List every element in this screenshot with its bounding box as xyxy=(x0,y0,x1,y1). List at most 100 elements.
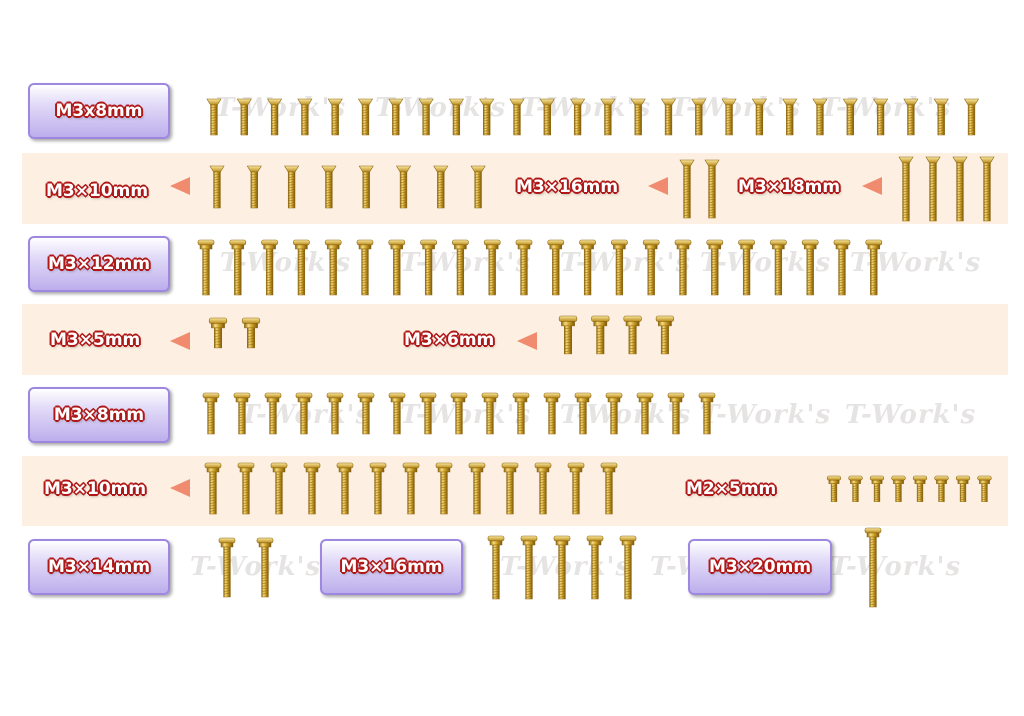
screw-icon xyxy=(246,165,262,209)
screw-icon xyxy=(586,535,604,600)
screw-icon xyxy=(955,475,971,502)
screw-icon xyxy=(358,165,374,209)
screw-icon xyxy=(197,239,215,296)
size-label-badge: M3x8mm xyxy=(28,83,170,139)
screw-icon xyxy=(229,239,247,296)
screw-icon xyxy=(303,462,321,515)
screw-icon xyxy=(534,462,552,515)
size-label: M3×5mm xyxy=(50,330,141,350)
screw-icon xyxy=(218,537,236,598)
screw-icon xyxy=(543,392,561,435)
screw-icon xyxy=(487,535,505,600)
screw-icon xyxy=(642,239,660,296)
watermark-text: T-Work's xyxy=(220,248,352,278)
watermark-text: T-Work's xyxy=(560,248,692,278)
screw-icon xyxy=(208,317,228,349)
size-label: M3×16mm xyxy=(340,557,443,577)
screw-icon xyxy=(903,98,919,136)
watermark-text: T-Work's xyxy=(670,93,802,123)
pointer-arrow xyxy=(517,332,537,350)
screw-icon xyxy=(433,165,449,209)
screw-icon xyxy=(912,475,928,502)
screw-icon xyxy=(770,239,787,296)
screw-icon xyxy=(237,462,255,515)
screw-icon xyxy=(865,239,883,296)
size-label-badge: M3×8mm xyxy=(28,387,170,443)
screw-icon xyxy=(706,239,724,296)
screw-icon xyxy=(452,239,469,296)
screw-icon xyxy=(842,98,858,136)
screw-icon xyxy=(479,98,495,136)
screw-icon xyxy=(241,317,261,349)
screw-icon xyxy=(574,392,592,435)
screw-icon xyxy=(655,315,674,355)
screw-icon xyxy=(963,98,980,136)
screw-icon xyxy=(520,535,538,600)
screw-icon xyxy=(869,475,885,502)
screw-icon xyxy=(321,165,337,209)
watermark-text: T-Work's xyxy=(400,400,532,430)
screw-icon xyxy=(336,462,354,515)
pointer-arrow xyxy=(170,332,190,350)
screw-icon xyxy=(233,392,251,435)
watermark-text: T-Work's xyxy=(845,400,977,430)
size-label: M3x8mm xyxy=(55,101,143,121)
screw-icon xyxy=(236,98,252,136)
size-label-badge: M3×12mm xyxy=(28,236,170,292)
screw-icon xyxy=(674,239,692,296)
screw-icon xyxy=(539,98,555,136)
screw-icon xyxy=(848,475,863,502)
pointer-arrow xyxy=(648,177,668,195)
screw-icon xyxy=(206,98,222,136)
screw-icon xyxy=(509,98,525,136)
screw-icon xyxy=(812,98,828,136)
screw-icon xyxy=(448,98,464,136)
screw-icon xyxy=(934,475,949,502)
screw-icon xyxy=(801,239,819,296)
screw-icon xyxy=(468,462,486,515)
screw-icon xyxy=(388,98,404,136)
screw-icon xyxy=(591,315,610,355)
size-label: M3×10mm xyxy=(46,181,149,201)
screw-icon xyxy=(619,535,637,600)
screw-icon xyxy=(295,392,313,435)
screw-icon xyxy=(324,239,342,296)
screw-icon xyxy=(864,527,882,608)
watermark-text: T-Work's xyxy=(190,552,322,582)
size-label: M3×18mm xyxy=(738,177,841,197)
size-label: M3×6mm xyxy=(404,330,495,350)
screw-icon xyxy=(600,462,618,515)
screw-icon xyxy=(261,239,278,296)
screw-icon xyxy=(270,462,288,515)
screw-icon xyxy=(369,462,387,515)
watermark-text: T-Work's xyxy=(820,93,952,123)
size-label: M2×5mm xyxy=(686,479,777,499)
screw-icon xyxy=(738,239,755,296)
screw-icon xyxy=(977,475,992,502)
screw-icon xyxy=(567,462,585,515)
screw-icon xyxy=(267,98,283,136)
screw-icon xyxy=(284,165,300,209)
screw-icon xyxy=(256,537,274,598)
pointer-arrow xyxy=(170,479,190,497)
screw-icon xyxy=(611,239,628,296)
screw-icon xyxy=(293,239,310,296)
screw-icon xyxy=(297,98,313,136)
screw-icon xyxy=(933,98,949,136)
size-label: M3×14mm xyxy=(47,557,151,577)
watermark-text: T-Work's xyxy=(520,93,652,123)
screw-icon xyxy=(450,392,468,435)
size-label: M3×16mm xyxy=(516,177,619,197)
screw-icon xyxy=(679,159,695,219)
screw-icon xyxy=(553,535,571,600)
screw-icon xyxy=(636,392,654,435)
screw-icon xyxy=(898,156,914,222)
screw-icon xyxy=(698,392,716,435)
screw-icon xyxy=(202,392,220,435)
watermark-text: T-Work's xyxy=(215,93,347,123)
screw-icon xyxy=(512,392,530,435)
screw-icon xyxy=(925,156,941,222)
screw-icon xyxy=(264,392,282,435)
screw-icon xyxy=(952,156,968,222)
